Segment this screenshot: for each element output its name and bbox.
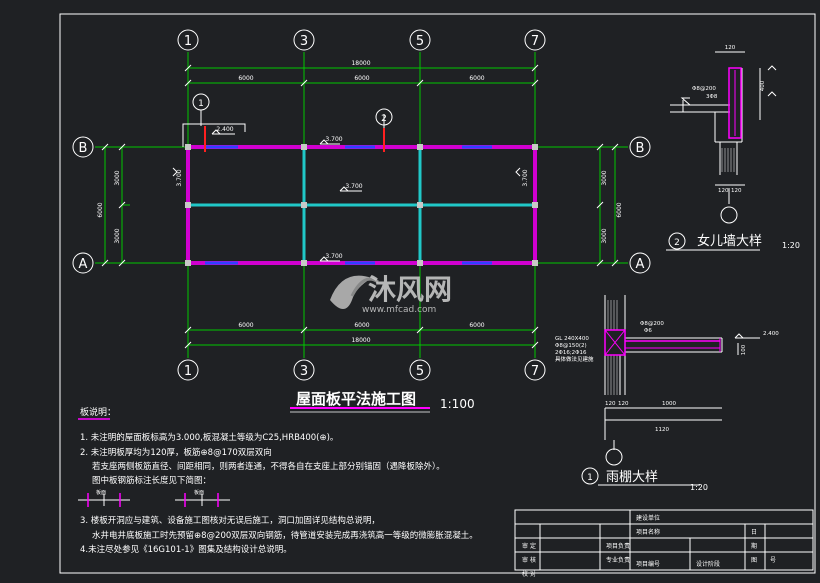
roof-slab-plan: [95, 52, 628, 358]
axis-label-top-3: 3: [300, 34, 308, 49]
note-2: 2. 未注明板厚均为120厚，板筋⊕8@170双层双向: [80, 447, 272, 458]
tb-shen-2: 审: [522, 556, 528, 564]
tb-tu: 图: [751, 557, 757, 564]
dim-left-1: 3000: [114, 170, 121, 185]
watermark-text: 沐风网: [368, 273, 452, 306]
tb-shen-1: 审: [522, 542, 528, 550]
drawing-frame: [59, 13, 816, 574]
watermark-logo: [330, 275, 379, 309]
main-title: 屋面板平法施工图: [296, 390, 416, 408]
tb-qi: 期: [751, 542, 757, 550]
canopy-note: 具体做法见建施: [555, 355, 594, 363]
axis-label-right-a: A: [636, 257, 645, 272]
dim-bottom-span-2: 6000: [354, 322, 369, 329]
dim-bottom-span-1: 6000: [238, 322, 253, 329]
dim-bottom-total: 18000: [351, 337, 370, 344]
elev-slab: 3.700: [345, 183, 362, 190]
parapet-dim-height: 400: [760, 80, 766, 91]
axis-label-left-a: A: [79, 257, 88, 272]
axis-label-right-b: B: [636, 141, 645, 156]
parapet-dim-a: 120: [718, 188, 729, 194]
note-3: 3. 楼板开洞应与建筑、设备施工图核对无误后施工，洞口加固详见结构总说明，: [80, 515, 380, 526]
axis-label-bottom-5: 5: [416, 364, 424, 379]
canopy-beam-bars: 2Φ16;2Φ16: [555, 350, 587, 356]
canopy-thickness: 100: [741, 344, 747, 355]
axis-bubbles: [72, 29, 651, 381]
axis-label-top-5: 5: [416, 34, 424, 49]
sketch-label-2: 板面: [194, 489, 204, 496]
axis-label-bottom-7: 7: [531, 364, 539, 379]
axis-label-bottom-1: 1: [184, 364, 192, 379]
tb-he: 核: [530, 556, 536, 564]
elev-left-beam: 3.700: [176, 169, 183, 186]
tb-project-lead: 项目负责: [606, 542, 630, 550]
dim-right-1: 3000: [601, 170, 608, 185]
parapet-scale: 1:20: [782, 241, 800, 250]
canopy-slab-rebar: Φ8@200: [640, 321, 664, 327]
canopy-beam: GL 240X400: [555, 336, 589, 342]
tb-ri: 日: [751, 529, 757, 536]
elev-right-beam: 3.700: [522, 169, 529, 186]
canopy-dim-120a: 120: [605, 401, 616, 407]
dim-left-2: 3000: [114, 228, 121, 243]
elev-beam-bottom: 3.700: [325, 253, 342, 260]
parapet-bars: 3Φ8: [706, 94, 718, 100]
note-3-sub: 水井电井底板施工时先预留⊕8@200双层双向钢筋，待管道安装完成再浇筑高一等级的…: [92, 530, 478, 541]
parapet-dim-b: 120: [731, 188, 742, 194]
dim-top-total: 18000: [351, 60, 370, 67]
main-scale: 1:100: [440, 397, 475, 411]
elev-canopy-plan: 2.400: [216, 126, 233, 133]
tb-hao: 号: [770, 557, 776, 564]
dim-left-total: 6000: [97, 202, 104, 217]
sketch-label-1: 板面: [96, 489, 106, 496]
parapet-number: 2: [674, 238, 680, 248]
canopy-title: 雨棚大样: [606, 470, 658, 485]
dim-right-total: 6000: [616, 202, 623, 217]
tb-discipline-lead: 专业负责: [606, 556, 630, 564]
note-1: 1. 未注明的屋面板标高为3.000,板混凝土等级为C25,HRB400(⊕)。: [80, 432, 338, 443]
note-4: 4.未注尽处参见《16G101-1》图集及结构设计总说明。: [80, 544, 292, 555]
elev-beam-top: 3.700: [325, 136, 342, 143]
tb-jiao: 校: [522, 570, 528, 578]
axis-label-top-7: 7: [531, 34, 539, 49]
tb-design-stage: 设计阶段: [696, 560, 720, 568]
canopy-scale: 1:20: [690, 483, 708, 492]
section-mark-1: 1: [198, 99, 204, 109]
canopy-slab-dist: Φ6: [644, 328, 652, 334]
canopy-dim-1000: 1000: [662, 401, 676, 407]
notes-heading: 板说明：: [80, 406, 116, 418]
axis-label-bottom-3: 3: [300, 364, 308, 379]
canopy-elev: 2.400: [763, 331, 779, 337]
canopy-dim-1120: 1120: [655, 427, 669, 433]
parapet-rebar: Φ8@200: [692, 86, 716, 92]
note-2-sub-1: 若支座两侧板筋直径、间距相同，则两者连通，不得各自在支座上部分别锚固（遇降板除外…: [92, 461, 445, 472]
canopy-beam-rebar: Φ8@150(2): [555, 343, 587, 349]
watermark-url: www.mfcad.com: [362, 305, 436, 315]
rebar-length-sketch: [78, 494, 230, 506]
parapet-detail: [666, 51, 777, 251]
section-mark-2: 2: [381, 114, 387, 124]
tb-dui: 对: [530, 570, 536, 578]
note-2-sub-2: 图中板钢筋标注长度见下简图：: [92, 475, 211, 486]
axis-label-top-1: 1: [184, 34, 192, 49]
canopy-detail: [581, 295, 760, 486]
parapet-dim-width: 120: [725, 45, 736, 51]
dim-top-span-3: 6000: [469, 75, 484, 82]
dim-top-span-1: 6000: [238, 75, 253, 82]
tb-ding: 定: [530, 542, 536, 550]
dim-right-2: 3000: [601, 228, 608, 243]
tb-project-number: 项目编号: [636, 560, 660, 568]
dim-bottom-span-3: 6000: [469, 322, 484, 329]
tb-client: 建设单位: [636, 514, 660, 522]
tb-project: 项目名称: [636, 528, 660, 536]
canopy-dim-120b: 120: [618, 401, 629, 407]
axis-label-left-b: B: [79, 141, 88, 156]
title-block: [514, 509, 814, 571]
canopy-number: 1: [587, 473, 593, 483]
parapet-title: 女儿墙大样: [697, 233, 762, 249]
dim-top-span-2: 6000: [354, 75, 369, 82]
